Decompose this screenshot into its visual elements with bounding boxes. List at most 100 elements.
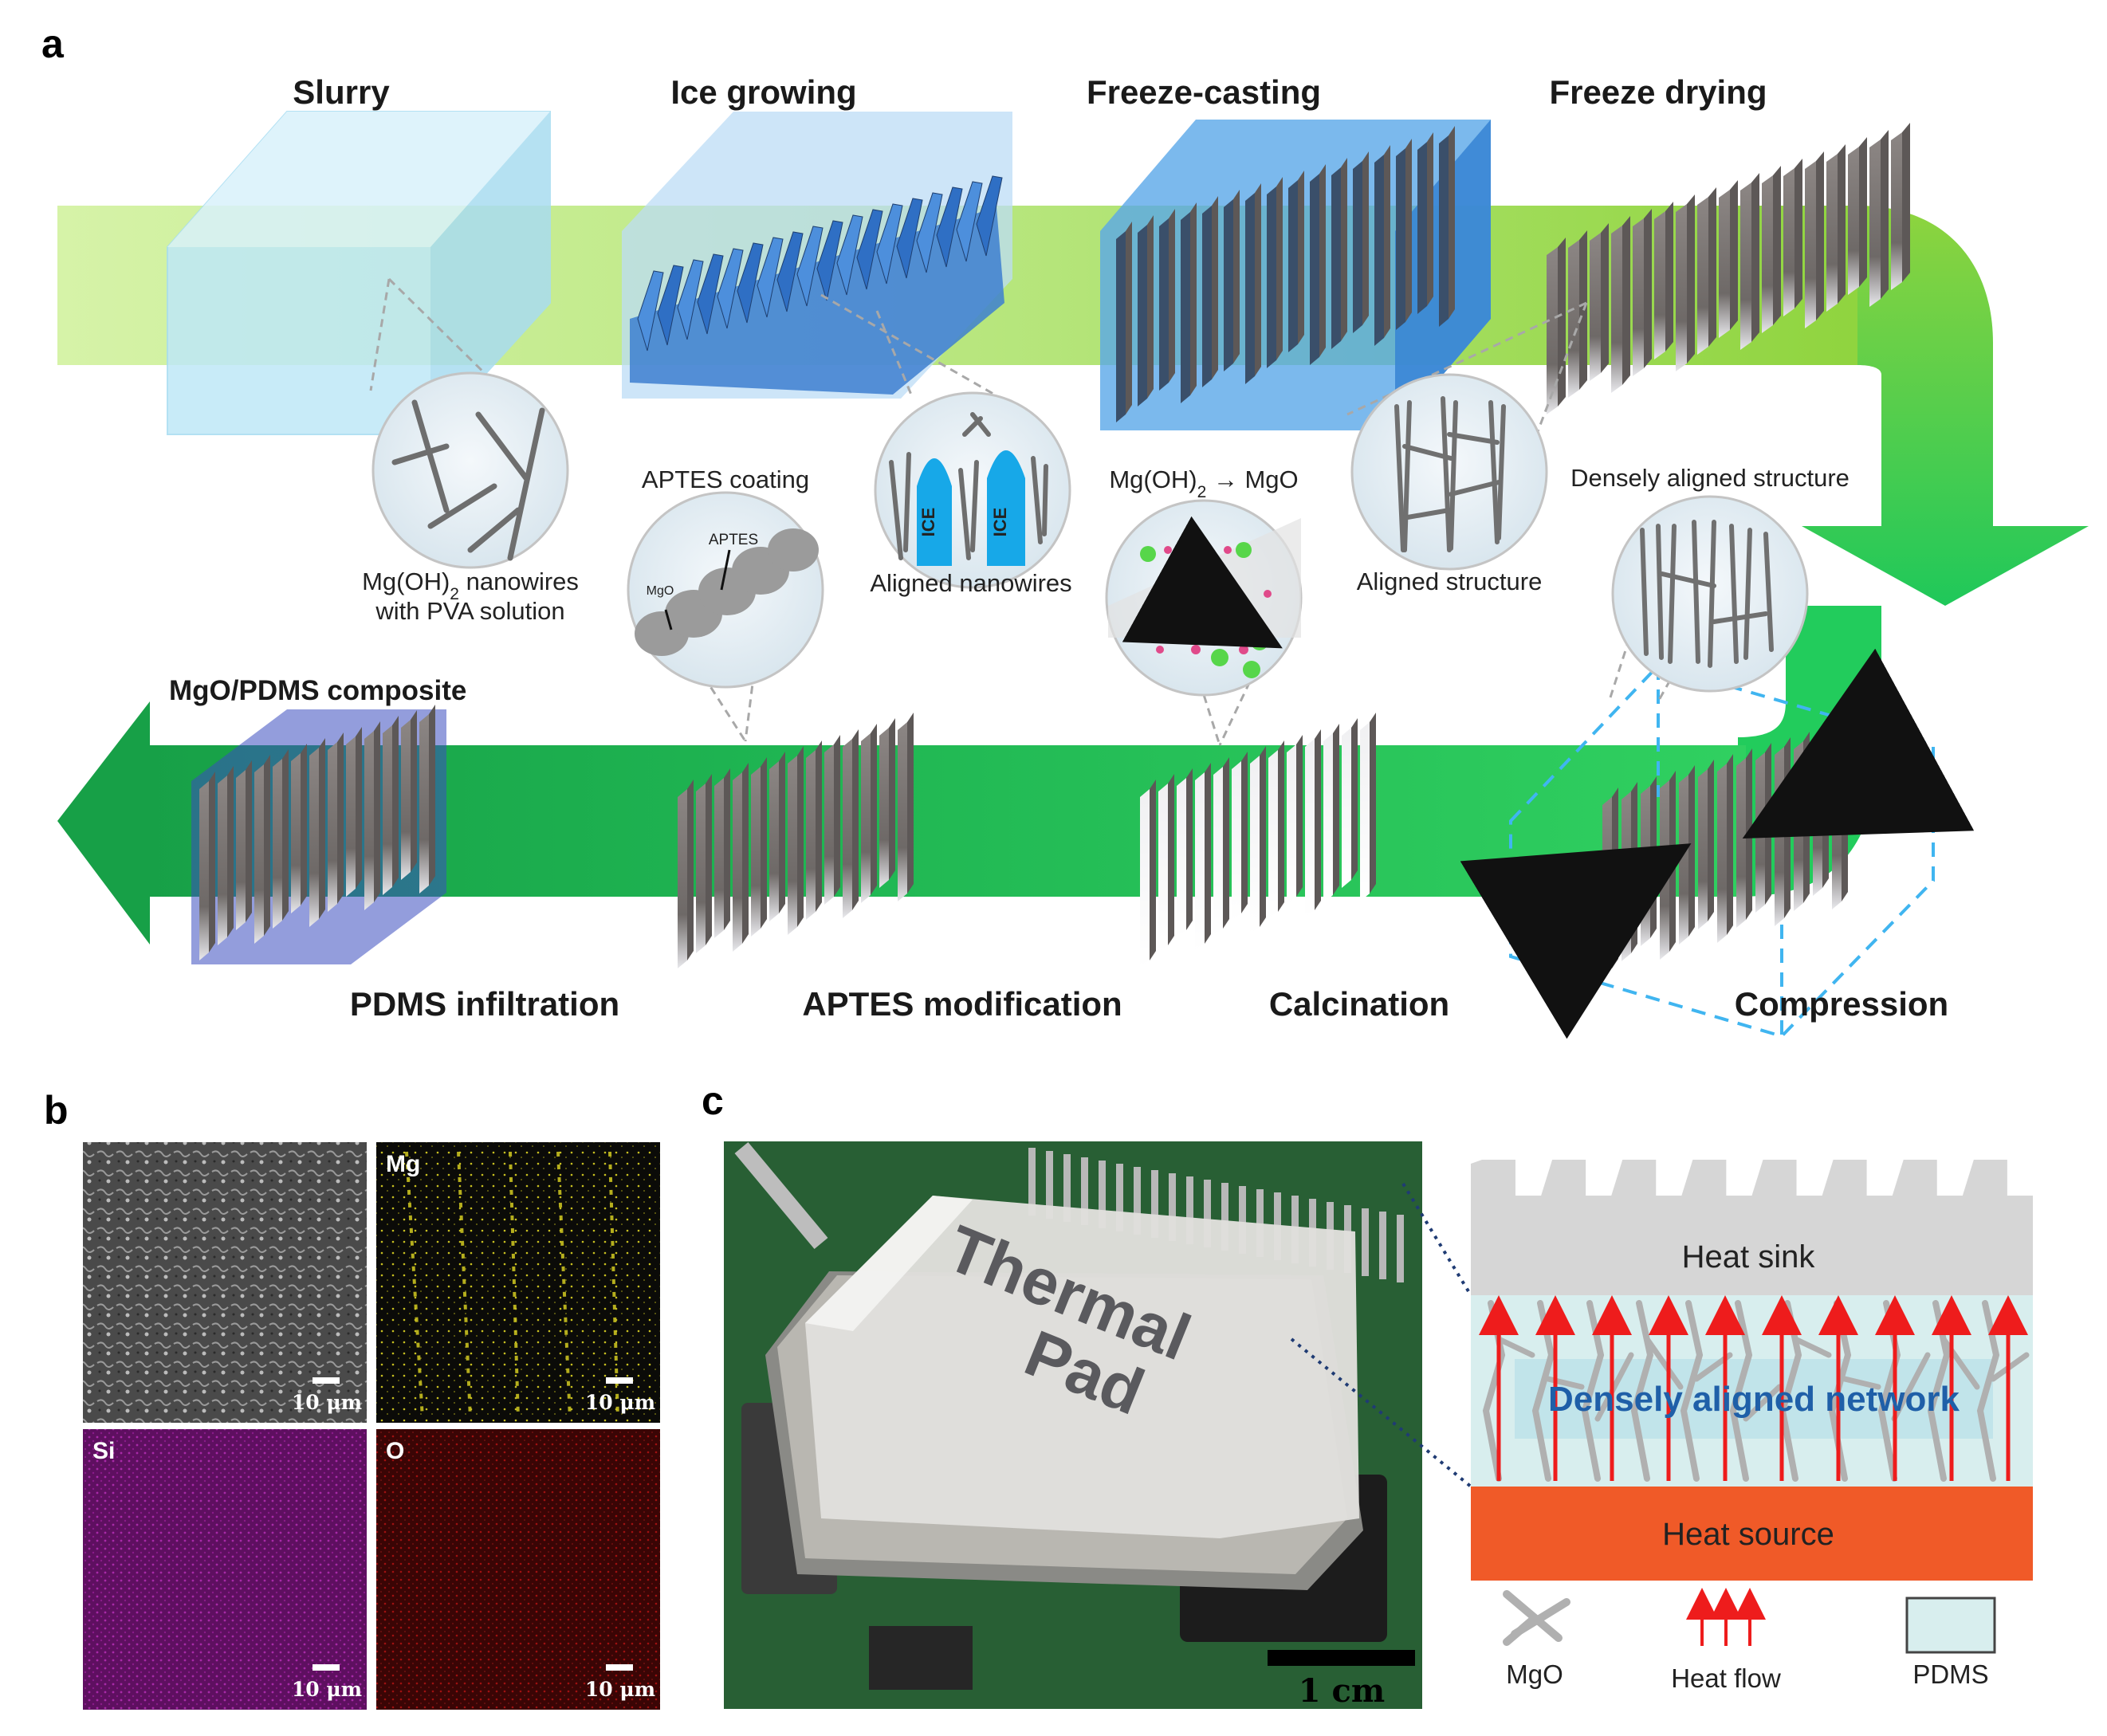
aptes-wall <box>751 767 761 937</box>
composite-wall <box>328 742 337 912</box>
heat-flow-arrows <box>1479 1295 2028 1481</box>
schematic-legend: MgO Heat flow PDMS <box>1503 1588 1996 1693</box>
cast-wall <box>1288 180 1298 352</box>
aptes-wall <box>724 768 730 930</box>
calcined-wall <box>1250 756 1260 935</box>
composite-wall <box>264 755 270 936</box>
aptes-wall <box>806 750 816 920</box>
aptes-wall <box>843 739 852 918</box>
dried-wall <box>1590 233 1601 381</box>
header-pin <box>1362 1208 1369 1276</box>
dried-wall <box>1869 139 1881 307</box>
compressed-wall <box>1794 741 1803 911</box>
scale-bar-sem <box>313 1377 340 1384</box>
legend-label-pdms: PDMS <box>1912 1659 1988 1689</box>
calcined-wall <box>1260 746 1266 927</box>
cast-wall <box>1310 174 1319 365</box>
dried-wall <box>1859 137 1867 287</box>
zoom-line-bottom <box>1290 1337 1472 1488</box>
dried-wall <box>1848 147 1859 295</box>
header-pin <box>1379 1212 1386 1279</box>
scale-bar-photo <box>1268 1650 1415 1666</box>
aptes-wall <box>706 774 712 945</box>
calcined-wall <box>1241 752 1248 913</box>
calcined-wall <box>1150 780 1156 960</box>
scale-label-o: 10 μm <box>585 1678 655 1701</box>
composite-wall <box>227 766 234 937</box>
cast-wall <box>1181 212 1190 403</box>
dried-wall <box>1805 161 1816 328</box>
sem-image <box>83 1142 367 1423</box>
calcined-wall <box>1351 718 1358 880</box>
aptes-wall <box>861 733 871 903</box>
header-pin <box>1397 1215 1404 1282</box>
header-pin <box>1081 1157 1088 1225</box>
eds-map-si <box>83 1429 367 1710</box>
compressed-wall <box>1669 771 1676 952</box>
dried-wall <box>1644 209 1652 368</box>
aptes-wall <box>816 740 822 912</box>
header-pin <box>1116 1164 1123 1231</box>
compressed-wall <box>1784 737 1791 918</box>
scale-label-mg: 10 μm <box>585 1391 655 1414</box>
ice-blade <box>836 214 863 296</box>
aptes-wall <box>852 729 859 910</box>
step-title-ice-growing: Ice growing <box>670 73 856 111</box>
dried-wall <box>1654 211 1665 359</box>
scale-bar-mg <box>606 1377 633 1384</box>
panel-c: c Thermal Pad 1 cm <box>702 1078 2033 1710</box>
compressed-wall <box>1612 787 1618 968</box>
mgo-wire <box>1680 1300 1704 1482</box>
heat-transfer-schematic <box>1471 1160 2033 1581</box>
composite-wall <box>364 731 374 910</box>
compressed-wall <box>1650 776 1657 938</box>
aptes-wall <box>824 744 834 905</box>
cast-wall <box>1138 225 1147 407</box>
composite-wall <box>401 720 411 880</box>
ice-blade <box>936 187 963 268</box>
ice-blade <box>816 220 843 301</box>
aptes-wall <box>733 772 742 952</box>
heat-sink <box>1471 1160 2033 1295</box>
aptes-wall <box>871 724 877 895</box>
mgo-bridge <box>1940 1336 1980 1390</box>
scale-bar-si <box>313 1664 340 1671</box>
scale-label-photo: 1 cm <box>1299 1672 1385 1710</box>
cast-wall <box>1427 132 1433 306</box>
compressed-wall <box>1822 726 1829 888</box>
cast-wall <box>1224 199 1233 371</box>
dried-wall <box>1665 202 1673 352</box>
calcined-wall <box>1342 728 1351 888</box>
cast-wall <box>1449 126 1455 319</box>
compressed-wall <box>1746 748 1752 920</box>
dried-wall <box>1708 187 1716 347</box>
dried-wall <box>1687 194 1695 363</box>
legend-label-heat-flow: Heat flow <box>1671 1663 1781 1693</box>
arrow-right-turn <box>1802 206 2089 606</box>
compressed-wall <box>1736 758 1746 928</box>
scale-label-si: 10 μm <box>292 1678 362 1701</box>
composite-wall <box>346 736 356 897</box>
composite-wall <box>309 748 319 927</box>
mgo-wire <box>1630 1300 1654 1482</box>
ice-blade <box>956 181 983 262</box>
step-title-compression: Compression <box>1735 985 1948 1023</box>
cast-wall <box>1417 142 1427 314</box>
aptes-wall <box>797 746 804 927</box>
cast-wall <box>1245 193 1255 384</box>
cast-wall <box>1298 171 1304 344</box>
mgo-bridge <box>1743 1384 1783 1422</box>
header-pin <box>1221 1183 1228 1251</box>
calcined-walls <box>1140 713 1376 968</box>
callout-nanowires-line1: Mg(OH)2 nanowires <box>362 568 579 603</box>
compressed-wall <box>1602 797 1612 976</box>
composite-wall <box>383 725 392 895</box>
composite-wall <box>273 759 282 929</box>
bubble-densely-aligned <box>1611 495 1809 693</box>
dried-wall <box>1633 218 1644 376</box>
aptes-wall <box>907 713 914 894</box>
legend-label-mgo: MgO <box>1506 1659 1563 1689</box>
mgo-bridge <box>1842 1376 1881 1390</box>
dried-wall <box>1601 223 1609 373</box>
